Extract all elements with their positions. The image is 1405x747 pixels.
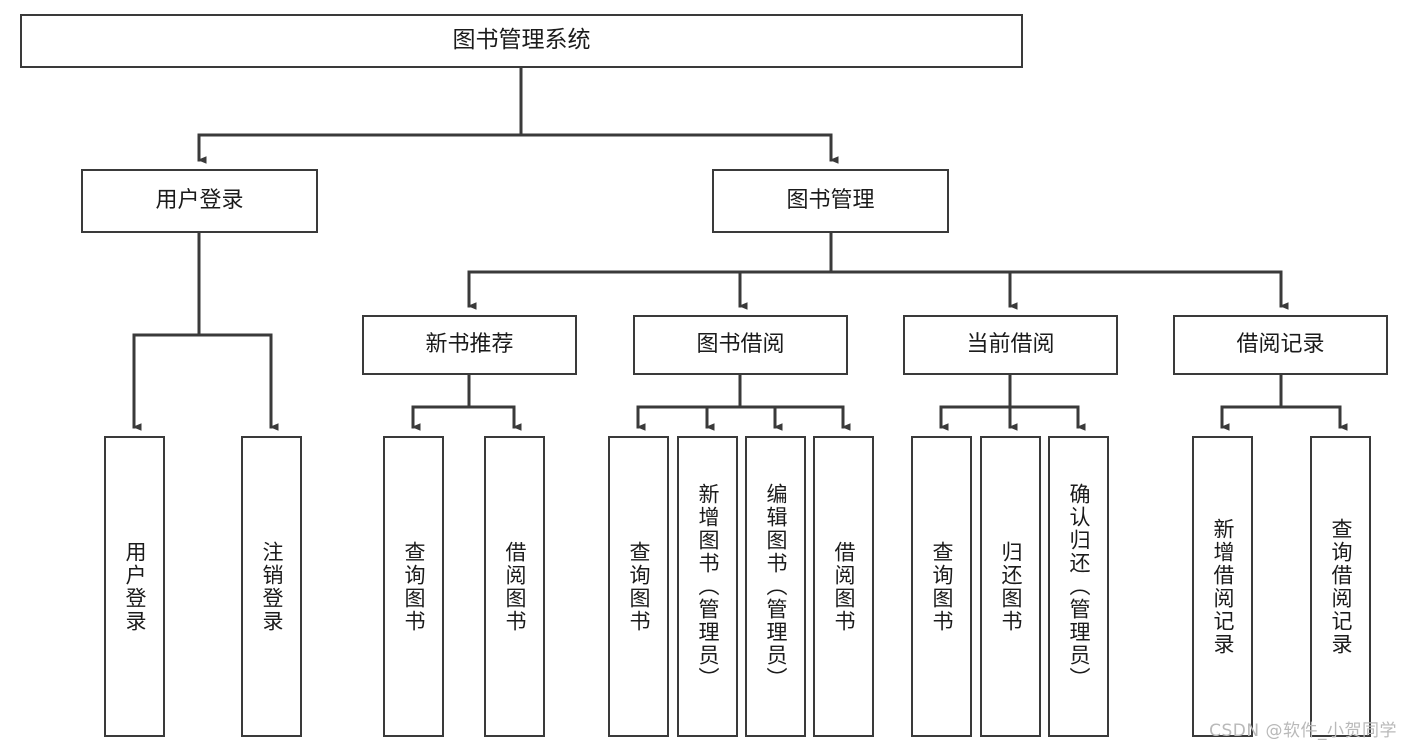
leaf-confirm-return-admin[interactable]: 确认归还（管理员） xyxy=(1048,436,1109,737)
leaf-user-logout[interactable]: 注销登录 xyxy=(241,436,302,737)
node-current-borrowing[interactable]: 当前借阅 xyxy=(903,315,1118,375)
leaf-add-book-admin[interactable]: 新增图书（管理员） xyxy=(677,436,738,737)
node-label: 查询借阅记录 xyxy=(1329,517,1353,656)
watermark-text: CSDN @软件_小贺同学 xyxy=(1209,721,1397,741)
node-new-book-recommendation[interactable]: 新书推荐 xyxy=(362,315,577,375)
node-label: 借阅图书 xyxy=(832,540,856,633)
node-label: 注销登录 xyxy=(260,540,284,633)
leaf-borrow-book-borrowing[interactable]: 借阅图书 xyxy=(813,436,874,737)
node-label: 确认归还（管理员） xyxy=(1067,483,1091,690)
node-label: 借阅图书 xyxy=(503,540,527,633)
leaf-edit-book-admin[interactable]: 编辑图书（管理员） xyxy=(745,436,806,737)
leaf-query-book-borrowing[interactable]: 查询图书 xyxy=(608,436,669,737)
node-root-book-management-system[interactable]: 图书管理系统 xyxy=(20,14,1023,68)
node-label: 图书管理系统 xyxy=(452,27,591,54)
node-book-management[interactable]: 图书管理 xyxy=(712,169,949,233)
leaf-query-borrowing-record[interactable]: 查询借阅记录 xyxy=(1310,436,1371,737)
leaf-user-login[interactable]: 用户登录 xyxy=(104,436,165,737)
node-book-borrowing[interactable]: 图书借阅 xyxy=(633,315,848,375)
node-label: 查询图书 xyxy=(930,540,954,633)
leaf-query-book-new-recommendation[interactable]: 查询图书 xyxy=(383,436,444,737)
node-label: 新增借阅记录 xyxy=(1211,517,1235,656)
leaf-borrow-book-new-recommendation[interactable]: 借阅图书 xyxy=(484,436,545,737)
node-label: 查询图书 xyxy=(402,540,426,633)
node-label: 图书管理 xyxy=(786,188,875,214)
node-label: 借阅记录 xyxy=(1236,332,1325,358)
node-label: 用户登录 xyxy=(123,540,147,633)
node-label: 用户登录 xyxy=(155,188,244,214)
node-label: 查询图书 xyxy=(627,540,651,633)
node-label: 归还图书 xyxy=(999,540,1023,633)
node-label: 当前借阅 xyxy=(966,332,1055,358)
node-label: 新增图书（管理员） xyxy=(696,483,720,690)
leaf-return-book[interactable]: 归还图书 xyxy=(980,436,1041,737)
node-borrowing-record[interactable]: 借阅记录 xyxy=(1173,315,1388,375)
node-label: 新书推荐 xyxy=(425,332,514,358)
node-label: 编辑图书（管理员） xyxy=(764,483,788,690)
node-user-login[interactable]: 用户登录 xyxy=(81,169,318,233)
leaf-add-borrowing-record[interactable]: 新增借阅记录 xyxy=(1192,436,1253,737)
node-label: 图书借阅 xyxy=(696,332,785,358)
leaf-query-book-current[interactable]: 查询图书 xyxy=(911,436,972,737)
